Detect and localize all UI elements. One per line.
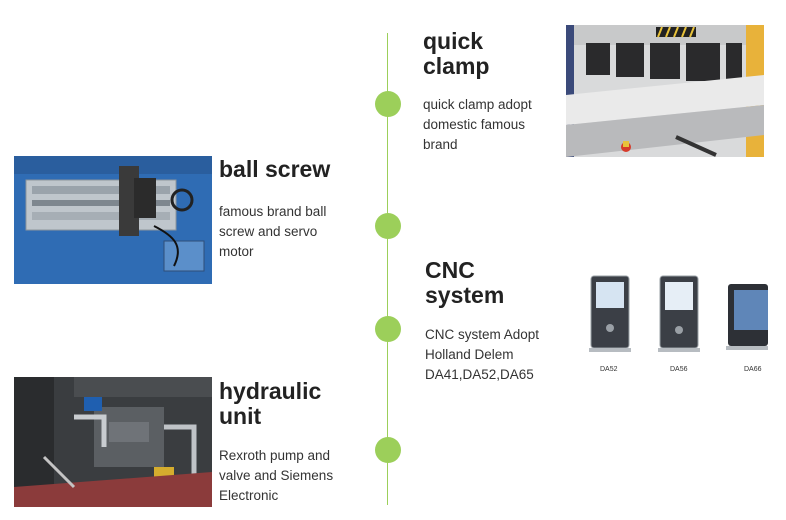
ball-screw-photo bbox=[14, 156, 212, 284]
timeline-dot bbox=[375, 316, 401, 342]
controller-da52 bbox=[589, 275, 631, 352]
quick-clamp-photo bbox=[566, 25, 764, 157]
feature-title-ball-screw: ball screw bbox=[219, 156, 331, 182]
hydraulic-unit-photo bbox=[14, 377, 212, 507]
timeline-dot bbox=[375, 91, 401, 117]
feature-desc-ball-screw: famous brand ball screw and servo motor bbox=[219, 204, 327, 259]
feature-desc-quick-clamp: quick clamp adopt domestic famous brand bbox=[423, 97, 532, 152]
feature-desc-hydraulic-unit: Rexroth pump and valve and Siemens Elect… bbox=[219, 448, 334, 503]
cnc-model-label: DA56 bbox=[670, 366, 688, 373]
cnc-controllers-photo: DA52 DA56 DA66 bbox=[578, 268, 768, 380]
feature-title-cnc-system: CNC system bbox=[425, 257, 505, 308]
feature-desc-cnc-system: CNC system Adopt Holland Delem DA41,DA52… bbox=[425, 327, 540, 382]
cnc-model-label: DA66 bbox=[744, 366, 762, 373]
timeline-dot bbox=[375, 213, 401, 239]
feature-title-quick-clamp: quick clamp bbox=[423, 28, 490, 79]
timeline-dot bbox=[375, 437, 401, 463]
cnc-model-label: DA52 bbox=[600, 366, 618, 373]
feature-title-hydraulic-unit: hydraulic unit bbox=[219, 378, 322, 429]
timeline-line bbox=[387, 33, 388, 505]
